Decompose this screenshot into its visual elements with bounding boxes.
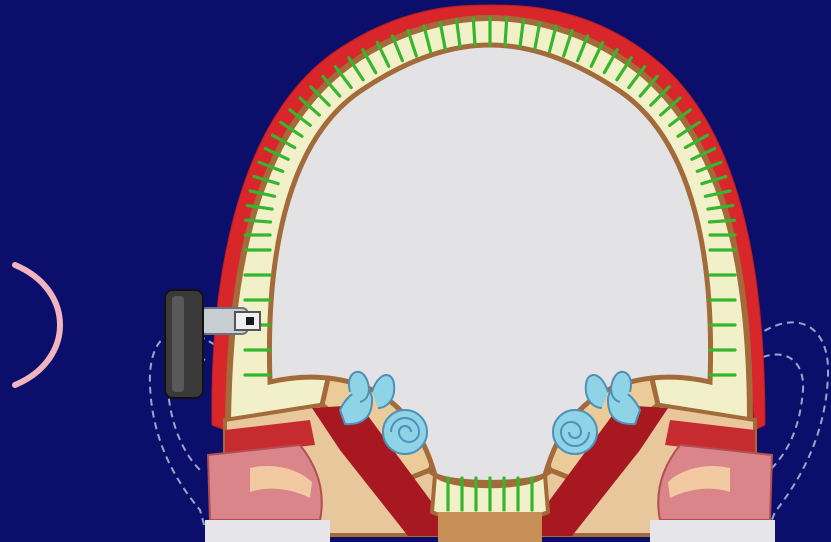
conduction-tick	[505, 19, 507, 46]
sound-processor	[165, 290, 203, 398]
conduction-tick	[246, 220, 271, 222]
skull-gap	[438, 512, 542, 542]
conduction-tick	[473, 19, 475, 46]
conduction-tick	[710, 220, 735, 222]
abutment	[200, 308, 260, 334]
